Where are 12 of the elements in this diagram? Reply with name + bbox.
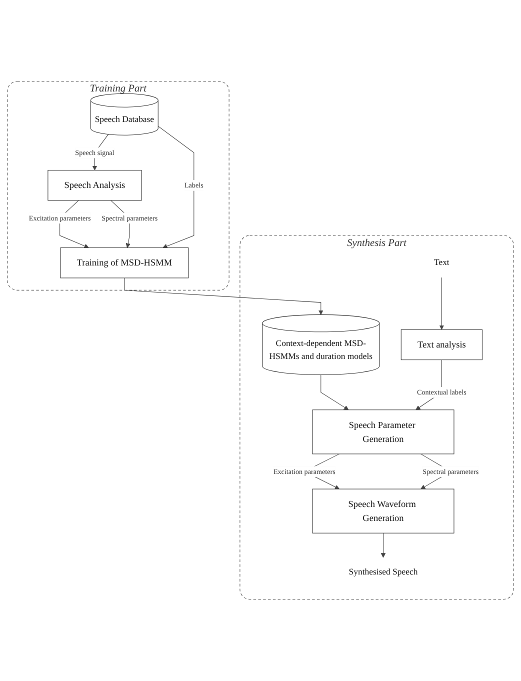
node-box: Training of MSD-HSMM bbox=[60, 248, 189, 278]
node-box: Text analysis bbox=[400, 330, 482, 360]
arrow bbox=[380, 533, 386, 558]
node-box: Speech Analysis bbox=[48, 170, 142, 201]
arrow bbox=[439, 277, 444, 330]
arrow bbox=[158, 126, 194, 249]
arrow bbox=[124, 278, 324, 316]
node-text: Text bbox=[434, 258, 450, 268]
node-text: Synthesised Speech bbox=[348, 568, 418, 577]
node-box: Speech Parameter Generation bbox=[312, 410, 454, 454]
node-box: Speech Waveform Generation bbox=[312, 488, 454, 534]
arrow bbox=[320, 374, 349, 410]
